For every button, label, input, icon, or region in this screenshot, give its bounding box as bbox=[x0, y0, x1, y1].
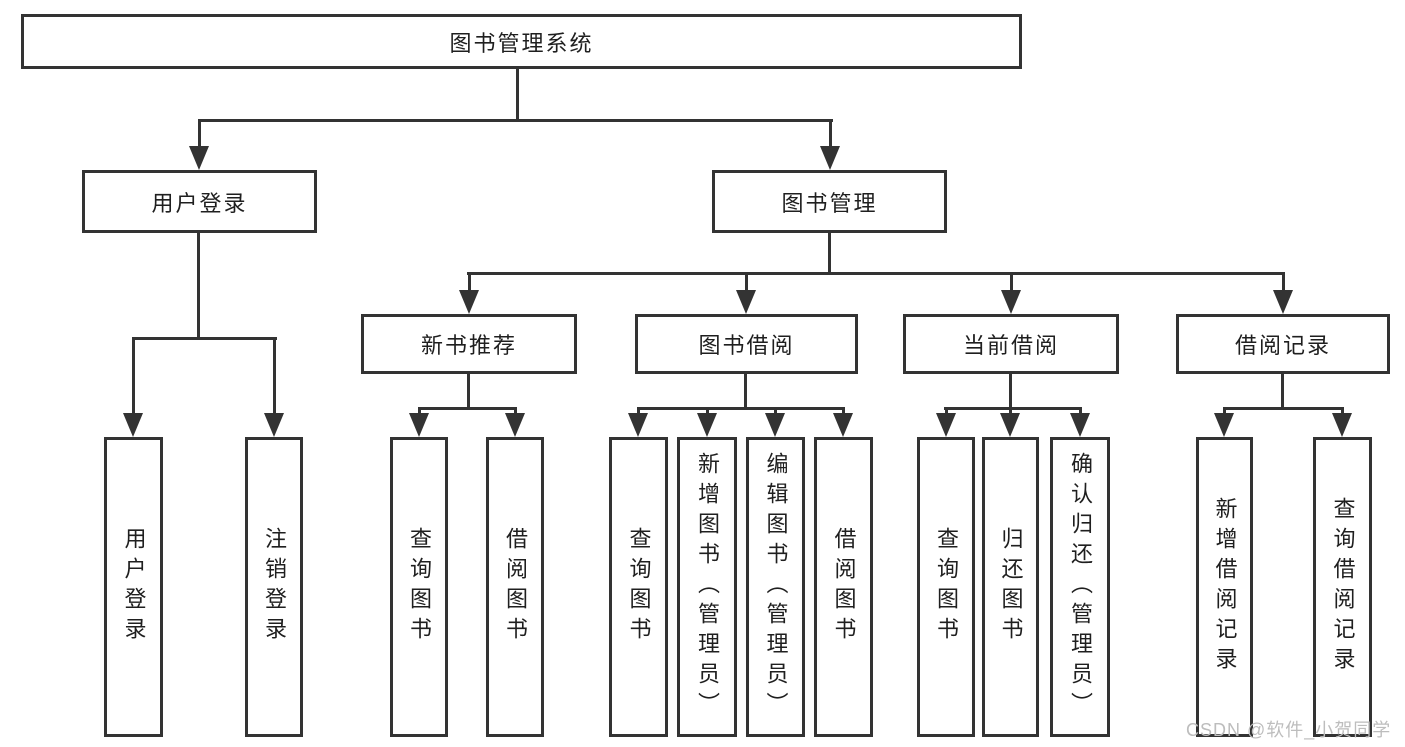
csdn-watermark: CSDN @软件_小贺同学 bbox=[1186, 720, 1392, 740]
leaf-label: 新增图书（管理员） bbox=[695, 452, 720, 722]
leaf-return-books: 归还图书 bbox=[982, 437, 1039, 737]
arrow-to-leaf-query-books-current bbox=[936, 407, 956, 437]
connector-records-split bbox=[1223, 407, 1344, 410]
leaf-user-login: 用户登录 bbox=[104, 437, 163, 737]
connector-borrowing-stub bbox=[744, 374, 747, 409]
leaf-logout: 注销登录 bbox=[245, 437, 303, 737]
arrow-to-leaf-query-books-recommend bbox=[409, 407, 429, 437]
node-new-book-recommend: 新书推荐 bbox=[361, 314, 577, 374]
leaf-borrow-books-borrowing: 借阅图书 bbox=[814, 437, 873, 737]
node-current-borrowing: 当前借阅 bbox=[903, 314, 1119, 374]
leaf-label: 注销登录 bbox=[262, 527, 287, 647]
node-label: 新书推荐 bbox=[420, 333, 517, 358]
leaf-label: 查询借阅记录 bbox=[1330, 497, 1356, 677]
arrow-to-leaf-query-books-borrowing bbox=[628, 407, 648, 437]
arrow-to-borrow-records bbox=[1273, 272, 1293, 314]
arrow-to-leaf-borrow-books-recommend bbox=[505, 407, 525, 437]
leaf-label: 编辑图书（管理员） bbox=[763, 452, 789, 722]
leaf-label: 确认归还（管理员） bbox=[1068, 452, 1093, 722]
arrow-to-leaf-user-login bbox=[123, 337, 143, 437]
connector-borrowing-split bbox=[637, 407, 845, 410]
leaf-add-book-admin: 新增图书（管理员） bbox=[677, 437, 737, 737]
leaf-label: 查询图书 bbox=[407, 527, 432, 647]
connector-records-stub bbox=[1281, 374, 1284, 409]
leaf-confirm-return-admin: 确认归还（管理员） bbox=[1050, 437, 1110, 737]
leaf-query-borrow-record: 查询借阅记录 bbox=[1313, 437, 1372, 737]
node-user-login: 用户登录 bbox=[82, 170, 317, 233]
connector-recommend-split bbox=[418, 407, 517, 410]
leaf-add-borrow-record: 新增借阅记录 bbox=[1196, 437, 1253, 737]
node-label: 借阅记录 bbox=[1234, 333, 1331, 358]
connector-root-stub bbox=[516, 68, 519, 120]
arrow-to-leaf-return-books bbox=[1000, 407, 1020, 437]
leaf-label: 归还图书 bbox=[998, 527, 1024, 647]
arrow-to-leaf-logout bbox=[264, 337, 284, 437]
arrow-to-user-login bbox=[189, 119, 209, 170]
node-label: 图书管理 bbox=[781, 190, 878, 216]
leaf-label: 用户登录 bbox=[121, 527, 147, 647]
connector-login-stub bbox=[197, 233, 200, 339]
arrow-to-leaf-add-book-admin bbox=[697, 407, 717, 437]
connector-level2-split bbox=[198, 119, 833, 122]
arrow-to-leaf-borrow-books-borrowing bbox=[833, 407, 853, 437]
arrow-to-leaf-confirm-return-admin bbox=[1070, 407, 1090, 437]
leaf-label: 新增借阅记录 bbox=[1212, 497, 1238, 677]
node-label: 用户登录 bbox=[151, 190, 248, 216]
arrow-to-leaf-query-borrow-record bbox=[1332, 407, 1352, 437]
node-label: 当前借阅 bbox=[962, 333, 1059, 358]
node-book-management: 图书管理 bbox=[712, 170, 947, 233]
leaf-borrow-books-recommend: 借阅图书 bbox=[486, 437, 544, 737]
node-label: 图书借阅 bbox=[698, 333, 795, 358]
arrow-to-new-book-recommend bbox=[459, 272, 479, 314]
leaf-label: 借阅图书 bbox=[503, 527, 528, 647]
node-library-system: 图书管理系统 bbox=[21, 14, 1022, 69]
connector-current-stub bbox=[1009, 374, 1012, 409]
leaf-label: 查询图书 bbox=[934, 527, 959, 647]
arrow-to-current-borrowing bbox=[1001, 272, 1021, 314]
connector-mgmt-stub bbox=[828, 233, 831, 274]
arrow-to-leaf-add-borrow-record bbox=[1214, 407, 1234, 437]
arrow-to-leaf-edit-book-admin bbox=[765, 407, 785, 437]
leaf-label: 借阅图书 bbox=[831, 527, 857, 647]
leaf-query-books-borrowing: 查询图书 bbox=[609, 437, 668, 737]
node-book-borrowing: 图书借阅 bbox=[635, 314, 858, 374]
leaf-edit-book-admin: 编辑图书（管理员） bbox=[746, 437, 805, 737]
node-label: 图书管理系统 bbox=[449, 30, 594, 56]
connector-current-split bbox=[944, 407, 1082, 410]
arrow-to-book-management bbox=[820, 119, 840, 170]
leaf-query-books-recommend: 查询图书 bbox=[390, 437, 448, 737]
leaf-label: 查询图书 bbox=[626, 527, 652, 647]
connector-recommend-stub bbox=[467, 374, 470, 409]
node-borrow-records: 借阅记录 bbox=[1176, 314, 1390, 374]
arrow-to-book-borrowing bbox=[736, 272, 756, 314]
leaf-query-books-current: 查询图书 bbox=[917, 437, 975, 737]
connector-login-split bbox=[132, 337, 277, 340]
connector-level3-split bbox=[467, 272, 1285, 275]
